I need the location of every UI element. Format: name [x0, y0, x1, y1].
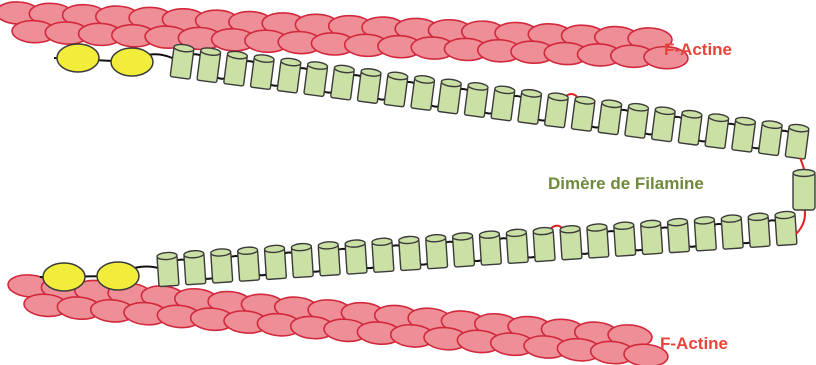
- immunoglobulin-domain: [640, 220, 662, 255]
- actin-filament-top: [0, 1, 688, 69]
- immunoglobulin-domain: [464, 82, 488, 118]
- immunoglobulin-domain: [598, 99, 622, 135]
- immunoglobulin-domain: [304, 61, 328, 97]
- immunoglobulin-domain: [250, 54, 274, 90]
- actin-binding-domain: [111, 48, 153, 76]
- dimerization-domain: [793, 158, 815, 234]
- immunoglobulin-domain: [237, 247, 259, 282]
- actin-binding-domain: [97, 262, 139, 290]
- dimerization-cylinder: [793, 172, 815, 210]
- immunoglobulin-domain: [560, 225, 582, 260]
- immunoglobulin-domain: [452, 232, 474, 267]
- actin-label-top: F-Actine: [664, 40, 732, 60]
- immunoglobulin-domain: [170, 43, 194, 79]
- actin-binding-domain: [43, 263, 85, 291]
- immunoglobulin-domain: [758, 120, 782, 156]
- immunoglobulin-domain: [331, 64, 355, 100]
- immunoglobulin-domain: [518, 89, 542, 125]
- filamin-chain-lower: [40, 211, 797, 291]
- immunoglobulin-domain: [775, 211, 797, 246]
- immunoglobulin-domain: [184, 250, 206, 285]
- immunoglobulin-domain: [694, 216, 716, 251]
- immunoglobulin-domain: [667, 218, 689, 253]
- immunoglobulin-domain: [264, 245, 286, 280]
- immunoglobulin-domain: [157, 252, 179, 287]
- immunoglobulin-domain: [748, 213, 770, 248]
- immunoglobulin-domain: [721, 214, 743, 249]
- immunoglobulin-domain: [533, 227, 555, 262]
- immunoglobulin-domain: [345, 239, 367, 274]
- immunoglobulin-domain: [544, 92, 568, 128]
- immunoglobulin-domain: [211, 248, 233, 283]
- immunoglobulin-domain: [625, 102, 649, 138]
- immunoglobulin-domain: [277, 57, 301, 93]
- immunoglobulin-domain: [506, 229, 528, 264]
- actin-binding-domain: [57, 44, 99, 72]
- immunoglobulin-domain: [372, 238, 394, 273]
- immunoglobulin-domain: [614, 222, 636, 257]
- immunoglobulin-domain: [197, 47, 221, 83]
- immunoglobulin-domain: [491, 85, 515, 121]
- immunoglobulin-domain: [571, 96, 595, 132]
- immunoglobulin-domain: [479, 230, 501, 265]
- filamin-chain-upper: [54, 43, 809, 159]
- immunoglobulin-domain: [384, 71, 408, 107]
- dimer-label: Dimère de Filamine: [548, 174, 704, 194]
- immunoglobulin-domain: [399, 236, 421, 271]
- immunoglobulin-domain: [651, 106, 675, 142]
- immunoglobulin-domain: [678, 109, 702, 145]
- immunoglobulin-domain: [357, 68, 381, 104]
- immunoglobulin-domain: [438, 78, 462, 114]
- immunoglobulin-domain: [411, 75, 435, 111]
- immunoglobulin-domain: [705, 113, 729, 149]
- immunoglobulin-domain: [425, 234, 447, 269]
- immunoglobulin-domain: [732, 116, 756, 152]
- actin-label-bottom: F-Actine: [660, 334, 728, 354]
- immunoglobulin-domain: [291, 243, 313, 278]
- immunoglobulin-domain: [224, 50, 248, 86]
- immunoglobulin-domain: [318, 241, 340, 276]
- dimerization-cap: [793, 170, 815, 177]
- immunoglobulin-domain: [587, 223, 609, 258]
- immunoglobulin-domain: [785, 123, 809, 159]
